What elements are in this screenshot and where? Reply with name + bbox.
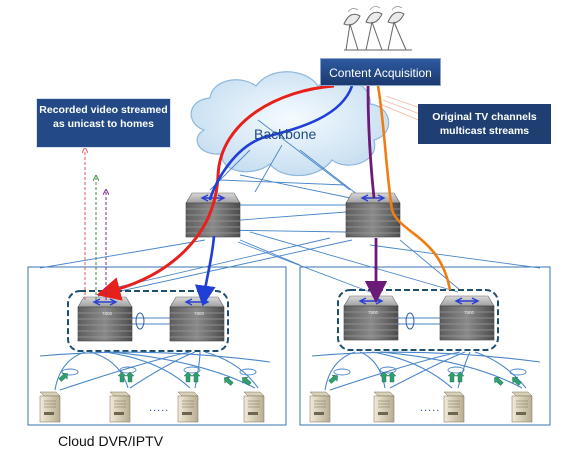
switch-cluster-left xyxy=(67,290,229,352)
content-acquisition-box: Content Acquisition xyxy=(320,58,441,86)
multicast-flow-blue-1 xyxy=(208,85,354,201)
server-tower-icon xyxy=(309,391,331,423)
multicast-flow-purple-1 xyxy=(366,85,376,199)
multicast-flow-blue-2 xyxy=(194,235,216,307)
backbone-label: Backbone xyxy=(254,126,317,142)
switch-model-label: 7800 xyxy=(464,310,475,315)
switch-model-label: 7800 xyxy=(368,310,379,315)
server-tower-icon xyxy=(443,391,465,423)
backbone-cloud xyxy=(190,71,390,177)
network-switch-icon xyxy=(169,296,225,342)
server-tower-icon xyxy=(373,391,395,423)
switch-model-label: 7800 xyxy=(194,311,205,316)
more-servers-ellipsis: ..... xyxy=(149,402,170,414)
recorded-video-callout: Recorded video streamed as unicast to ho… xyxy=(36,98,171,148)
network-switch-icon xyxy=(77,296,133,342)
access-mesh-right xyxy=(311,351,541,391)
network-switch-icon xyxy=(345,192,401,238)
server-tower-icon xyxy=(243,391,265,423)
diagram-caption: Cloud DVR/IPTV xyxy=(58,433,164,449)
original-tv-callout: Original TV channels multicast streams xyxy=(418,104,551,144)
satellite-dish-icon xyxy=(343,6,412,51)
link-aggregation-icon xyxy=(135,312,415,330)
network-switch-icon xyxy=(439,295,495,341)
network-switch-icon xyxy=(343,295,399,341)
datacenter-right-frame xyxy=(299,266,551,426)
server-tower-icon xyxy=(109,391,131,423)
datacenter-left-frame xyxy=(27,266,287,426)
switch-cluster-right xyxy=(337,289,499,351)
access-mesh-left xyxy=(39,351,271,391)
access-loop-icons xyxy=(61,366,527,376)
server-tower-icon xyxy=(511,391,533,423)
server-tower-icon xyxy=(39,391,61,423)
multicast-flow-orange xyxy=(376,85,452,291)
server-tower-icon xyxy=(177,391,199,423)
more-servers-ellipsis: ..... xyxy=(420,402,441,414)
interconnect-links xyxy=(39,119,541,325)
switch-model-label: 7800 xyxy=(102,311,113,316)
unicast-flow-red xyxy=(96,84,335,301)
